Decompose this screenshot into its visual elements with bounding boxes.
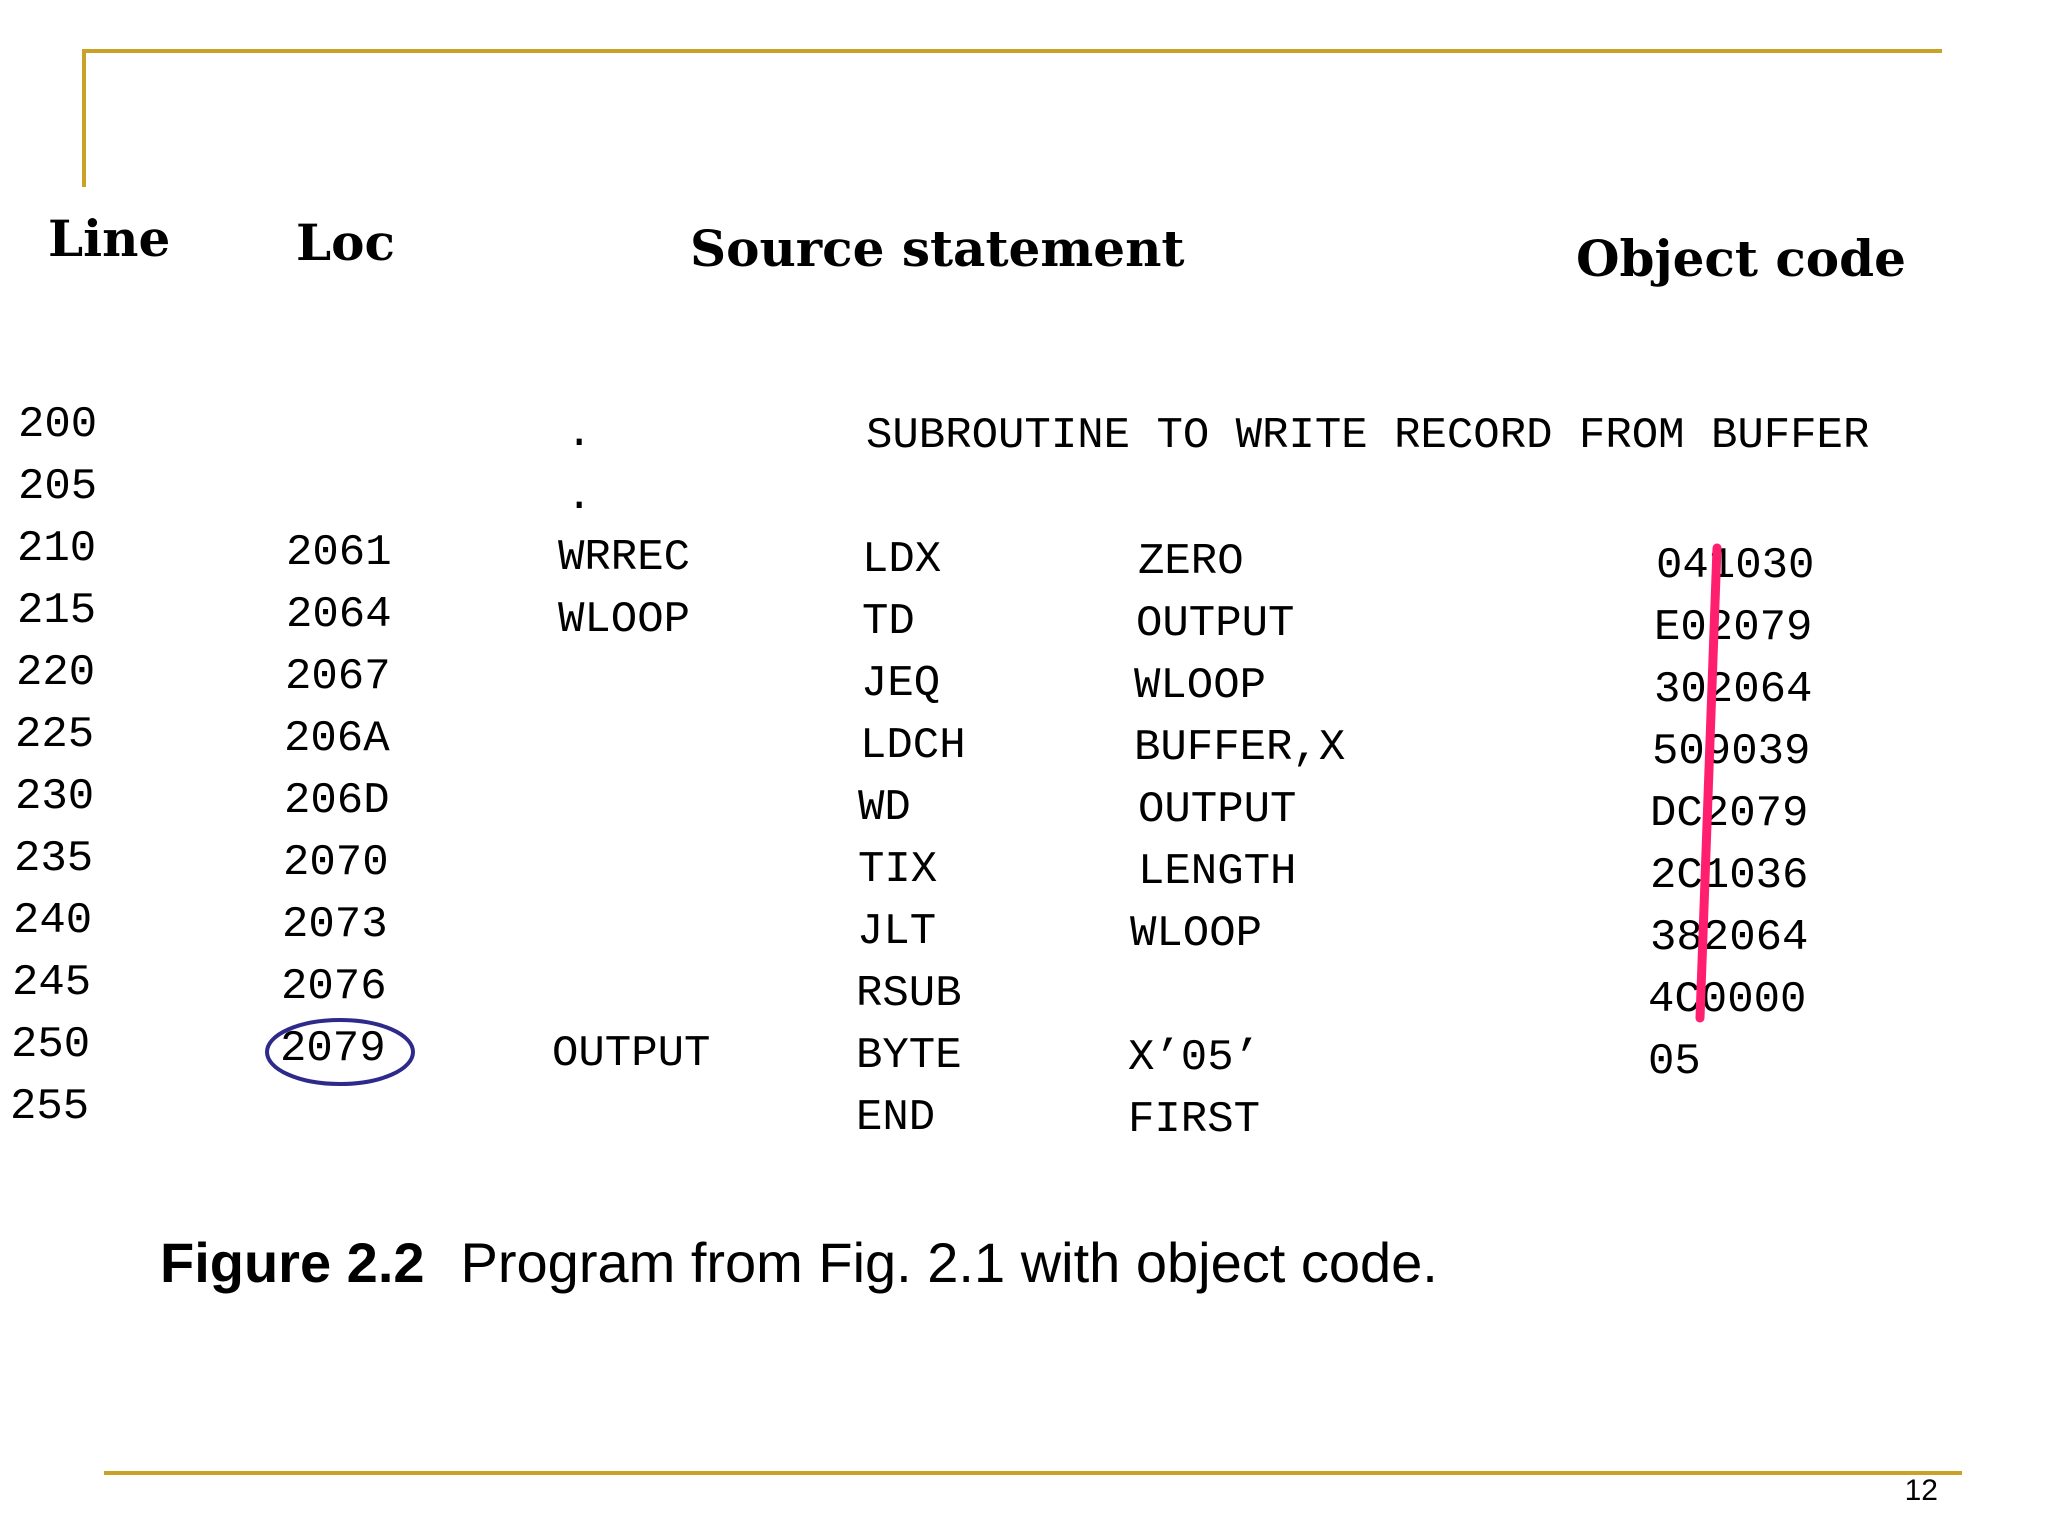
cell-op-0: SUBROUTINE TO WRITE RECORD FROM BUFFER	[866, 411, 1870, 461]
cell-line-5: 225	[15, 710, 95, 760]
cell-obj-8: 382064	[1650, 913, 1809, 963]
cell-operand-7: LENGTH	[1138, 847, 1297, 897]
cell-loc-4: 2067	[285, 652, 391, 702]
cell-op-3: TD	[862, 597, 915, 647]
cell-op-2: LDX	[862, 535, 942, 585]
cell-line-6: 230	[15, 772, 95, 822]
header-loc: Loc	[296, 213, 395, 272]
cell-operand-10: X’05’	[1128, 1033, 1261, 1083]
cell-operand-5: BUFFER,X	[1134, 723, 1346, 773]
cell-loc-3: 2064	[286, 590, 392, 640]
cell-loc-5: 206A	[284, 714, 390, 764]
cell-label-0: .	[566, 409, 593, 459]
cell-loc-9: 2076	[281, 962, 387, 1012]
cell-obj-4: 302064	[1654, 665, 1813, 715]
cell-operand-11: FIRST	[1128, 1095, 1261, 1145]
cell-loc-8: 2073	[282, 900, 388, 950]
cell-loc-7: 2070	[283, 838, 389, 888]
cell-op-6: WD	[858, 783, 911, 833]
cell-operand-8: WLOOP	[1130, 909, 1263, 959]
cell-op-9: RSUB	[856, 969, 962, 1019]
figure-caption: Figure 2.2 Program from Fig. 2.1 with obj…	[160, 1230, 1438, 1295]
figure-caption-text: Program from Fig. 2.1 with object code.	[460, 1231, 1438, 1294]
cell-line-1: 205	[18, 462, 98, 512]
cell-obj-9: 4C0000	[1648, 975, 1807, 1025]
cell-op-10: BYTE	[856, 1031, 962, 1081]
cell-label-10: OUTPUT	[552, 1029, 711, 1079]
cell-line-0: 200	[18, 400, 98, 450]
cell-line-10: 250	[11, 1020, 91, 1070]
cell-obj-7: 2C1036	[1650, 851, 1809, 901]
figure-label: Figure 2.2	[160, 1231, 425, 1294]
cell-label-1: .	[566, 472, 593, 522]
cell-loc-6: 206D	[284, 776, 390, 826]
header-line: Line	[48, 209, 171, 268]
cell-line-11: 255	[10, 1082, 90, 1132]
page-number: 12	[1904, 1474, 1938, 1507]
cell-op-7: TIX	[858, 845, 938, 895]
cell-line-3: 215	[17, 586, 97, 636]
cell-op-11: END	[856, 1093, 936, 1143]
header-object-code: Object code	[1576, 229, 1906, 288]
bottom-rule	[104, 1471, 1962, 1475]
cell-operand-3: OUTPUT	[1136, 599, 1295, 649]
cell-loc-10: 2079	[280, 1024, 386, 1074]
cell-obj-6: DC2079	[1650, 789, 1809, 839]
cell-op-4: JEQ	[861, 659, 941, 709]
cell-loc-2: 2061	[286, 528, 392, 578]
cell-label-3: WLOOP	[558, 595, 691, 645]
cell-operand-2: ZERO	[1138, 537, 1244, 587]
cell-obj-2: 041030	[1656, 541, 1815, 591]
cell-obj-10: 05	[1648, 1037, 1701, 1087]
cell-line-9: 245	[12, 958, 92, 1008]
cell-label-2: WRREC	[558, 533, 691, 583]
cell-line-7: 235	[14, 834, 94, 884]
cell-obj-5: 509039	[1652, 727, 1811, 777]
top-rule	[82, 49, 1942, 53]
header-source-statement: Source statement	[690, 219, 1185, 278]
cell-op-5: LDCH	[860, 721, 966, 771]
cell-op-8: JLT	[857, 907, 937, 957]
cell-operand-4: WLOOP	[1134, 661, 1267, 711]
left-rule	[82, 49, 86, 187]
cell-line-2: 210	[17, 524, 97, 574]
cell-line-4: 220	[16, 648, 96, 698]
cell-obj-3: E02079	[1654, 603, 1813, 653]
cell-line-8: 240	[13, 896, 93, 946]
cell-operand-6: OUTPUT	[1138, 785, 1297, 835]
